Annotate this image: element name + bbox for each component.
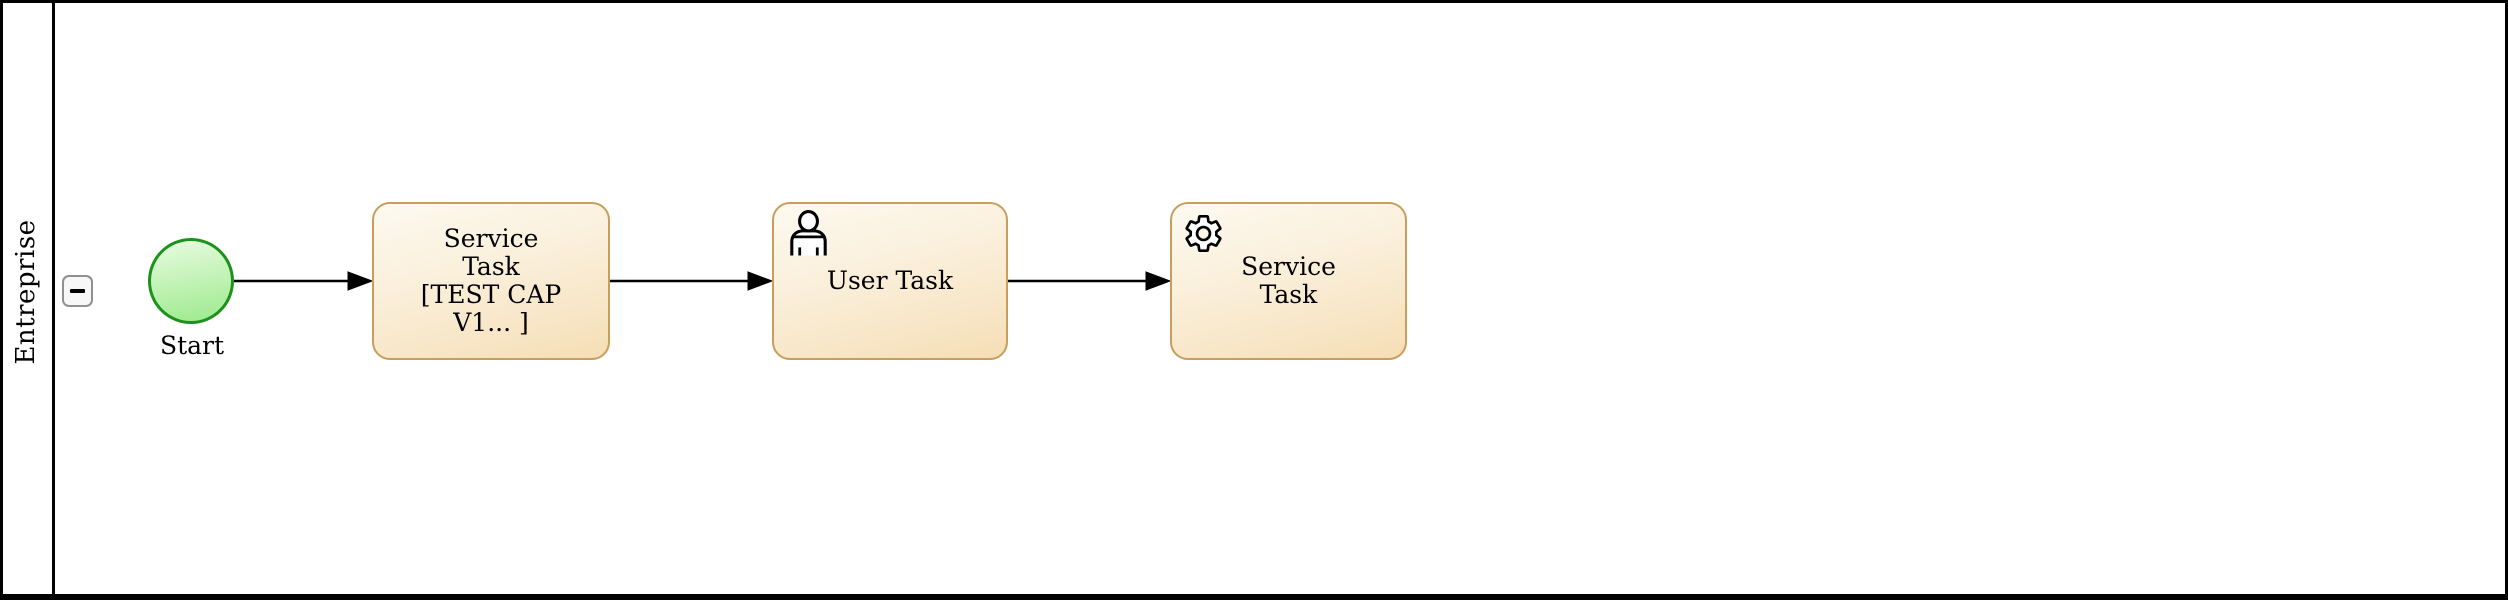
task-user[interactable]: User Task <box>772 202 1008 360</box>
task-label: Service Task [TEST CAP V1... ] <box>420 224 562 337</box>
gear-icon <box>1185 214 1222 253</box>
task-service[interactable]: Service Task <box>1170 202 1407 360</box>
minus-icon <box>70 288 85 294</box>
start-event-label: Start <box>159 331 225 360</box>
sequence-flow-1[interactable] <box>234 271 374 291</box>
arrowhead <box>347 271 374 291</box>
task-label: Service Task <box>1241 252 1336 309</box>
user-icon <box>790 210 827 256</box>
collapse-button[interactable] <box>62 275 93 307</box>
arrowhead <box>747 271 774 291</box>
arrowhead <box>1145 271 1172 291</box>
task-label: User Task <box>826 266 954 295</box>
lane-divider <box>52 0 55 600</box>
sequence-flow-3[interactable] <box>1008 271 1172 291</box>
task-service-test-cap[interactable]: Service Task [TEST CAP V1... ] <box>372 202 610 360</box>
sequence-flow-2[interactable] <box>610 271 774 291</box>
start-event[interactable] <box>148 238 234 324</box>
